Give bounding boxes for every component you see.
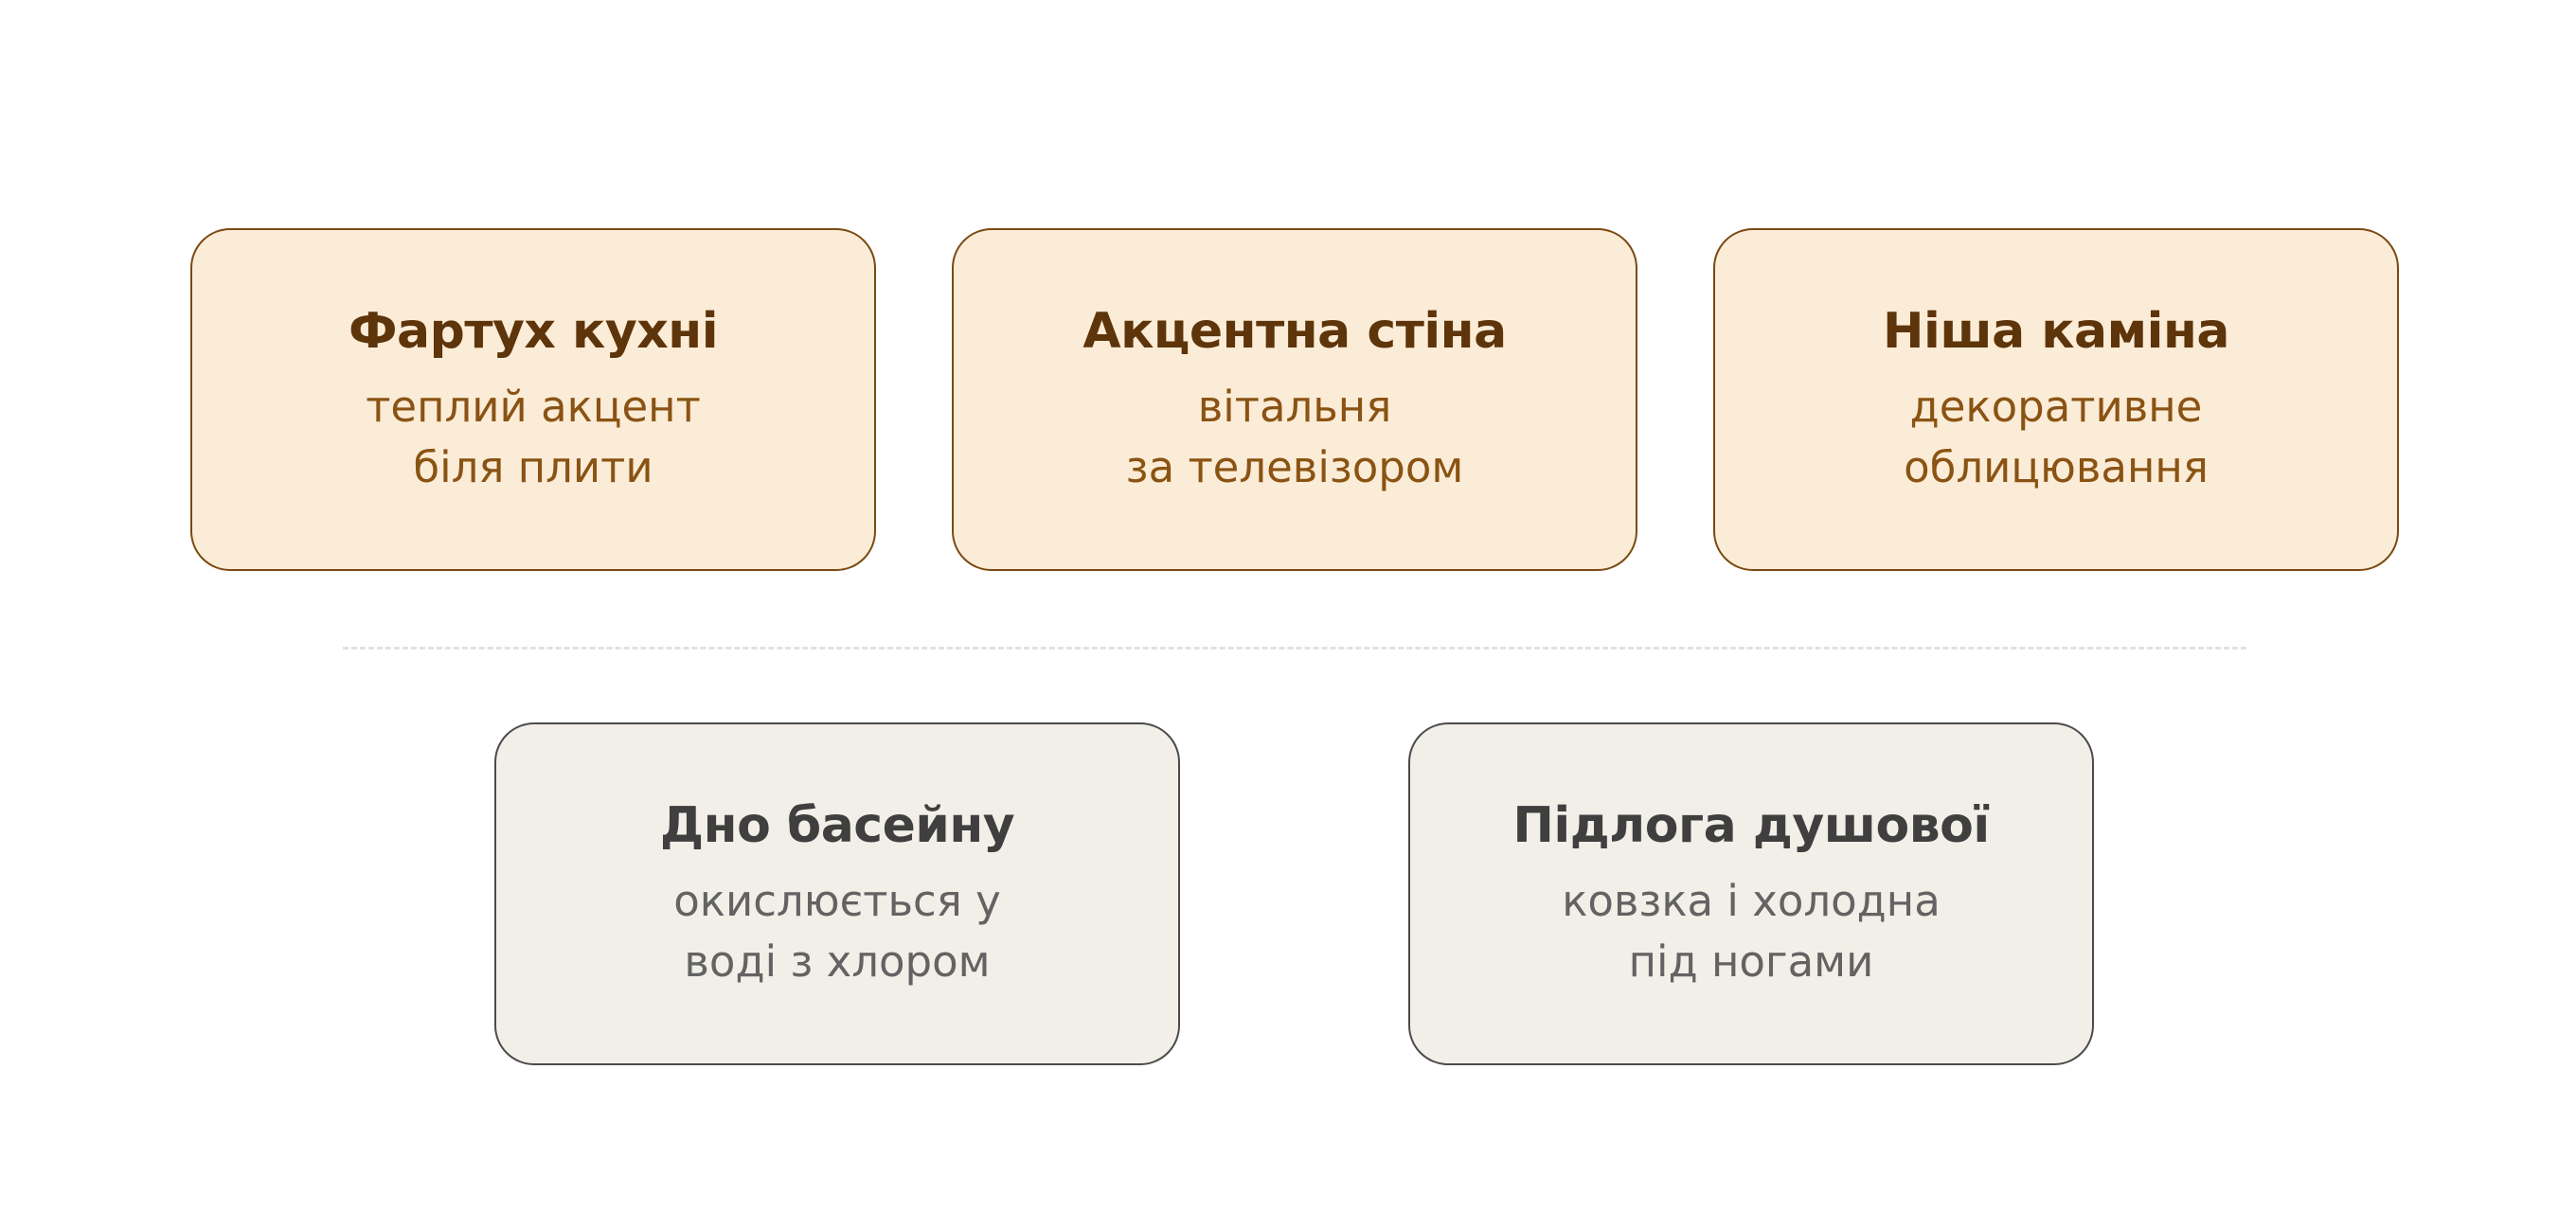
card-subtitle-line1: вітальня [1197,382,1392,432]
card-subtitle-line2: під ногами [1628,936,1874,987]
card-title: Дно басейну [659,797,1015,854]
card-subtitle-line1: ковзка і холодна [1562,876,1941,926]
card-shower-floor: Підлога душової ковзка і холодна під ног… [1408,722,2094,1065]
card-title: Фартух кухні [348,303,719,360]
card-subtitle-line1: декоративне [1909,382,2203,432]
card-subtitle-line2: облицювання [1904,442,2209,492]
card-subtitle-line1: теплий акцент [366,382,701,432]
card-title: Акцентна стіна [1082,303,1507,360]
card-subtitle-line2: воді з хлором [684,936,991,987]
dashed-divider [343,647,2246,650]
card-title: Підлога душової [1512,797,1990,854]
card-kitchen-backsplash: Фартух кухні теплий акцент біля плити [190,228,876,571]
card-fireplace-niche: Ніша каміна декоративне облицювання [1713,228,2399,571]
card-subtitle-line2: за телевізором [1125,442,1464,492]
card-accent-wall: Акцентна стіна вітальня за телевізором [952,228,1637,571]
card-subtitle-line2: біля плити [413,442,653,492]
card-pool-bottom: Дно басейну окислюється у воді з хлором [494,722,1180,1065]
card-title: Ніша каміна [1883,303,2230,360]
card-subtitle-line1: окислюється у [673,876,1001,926]
